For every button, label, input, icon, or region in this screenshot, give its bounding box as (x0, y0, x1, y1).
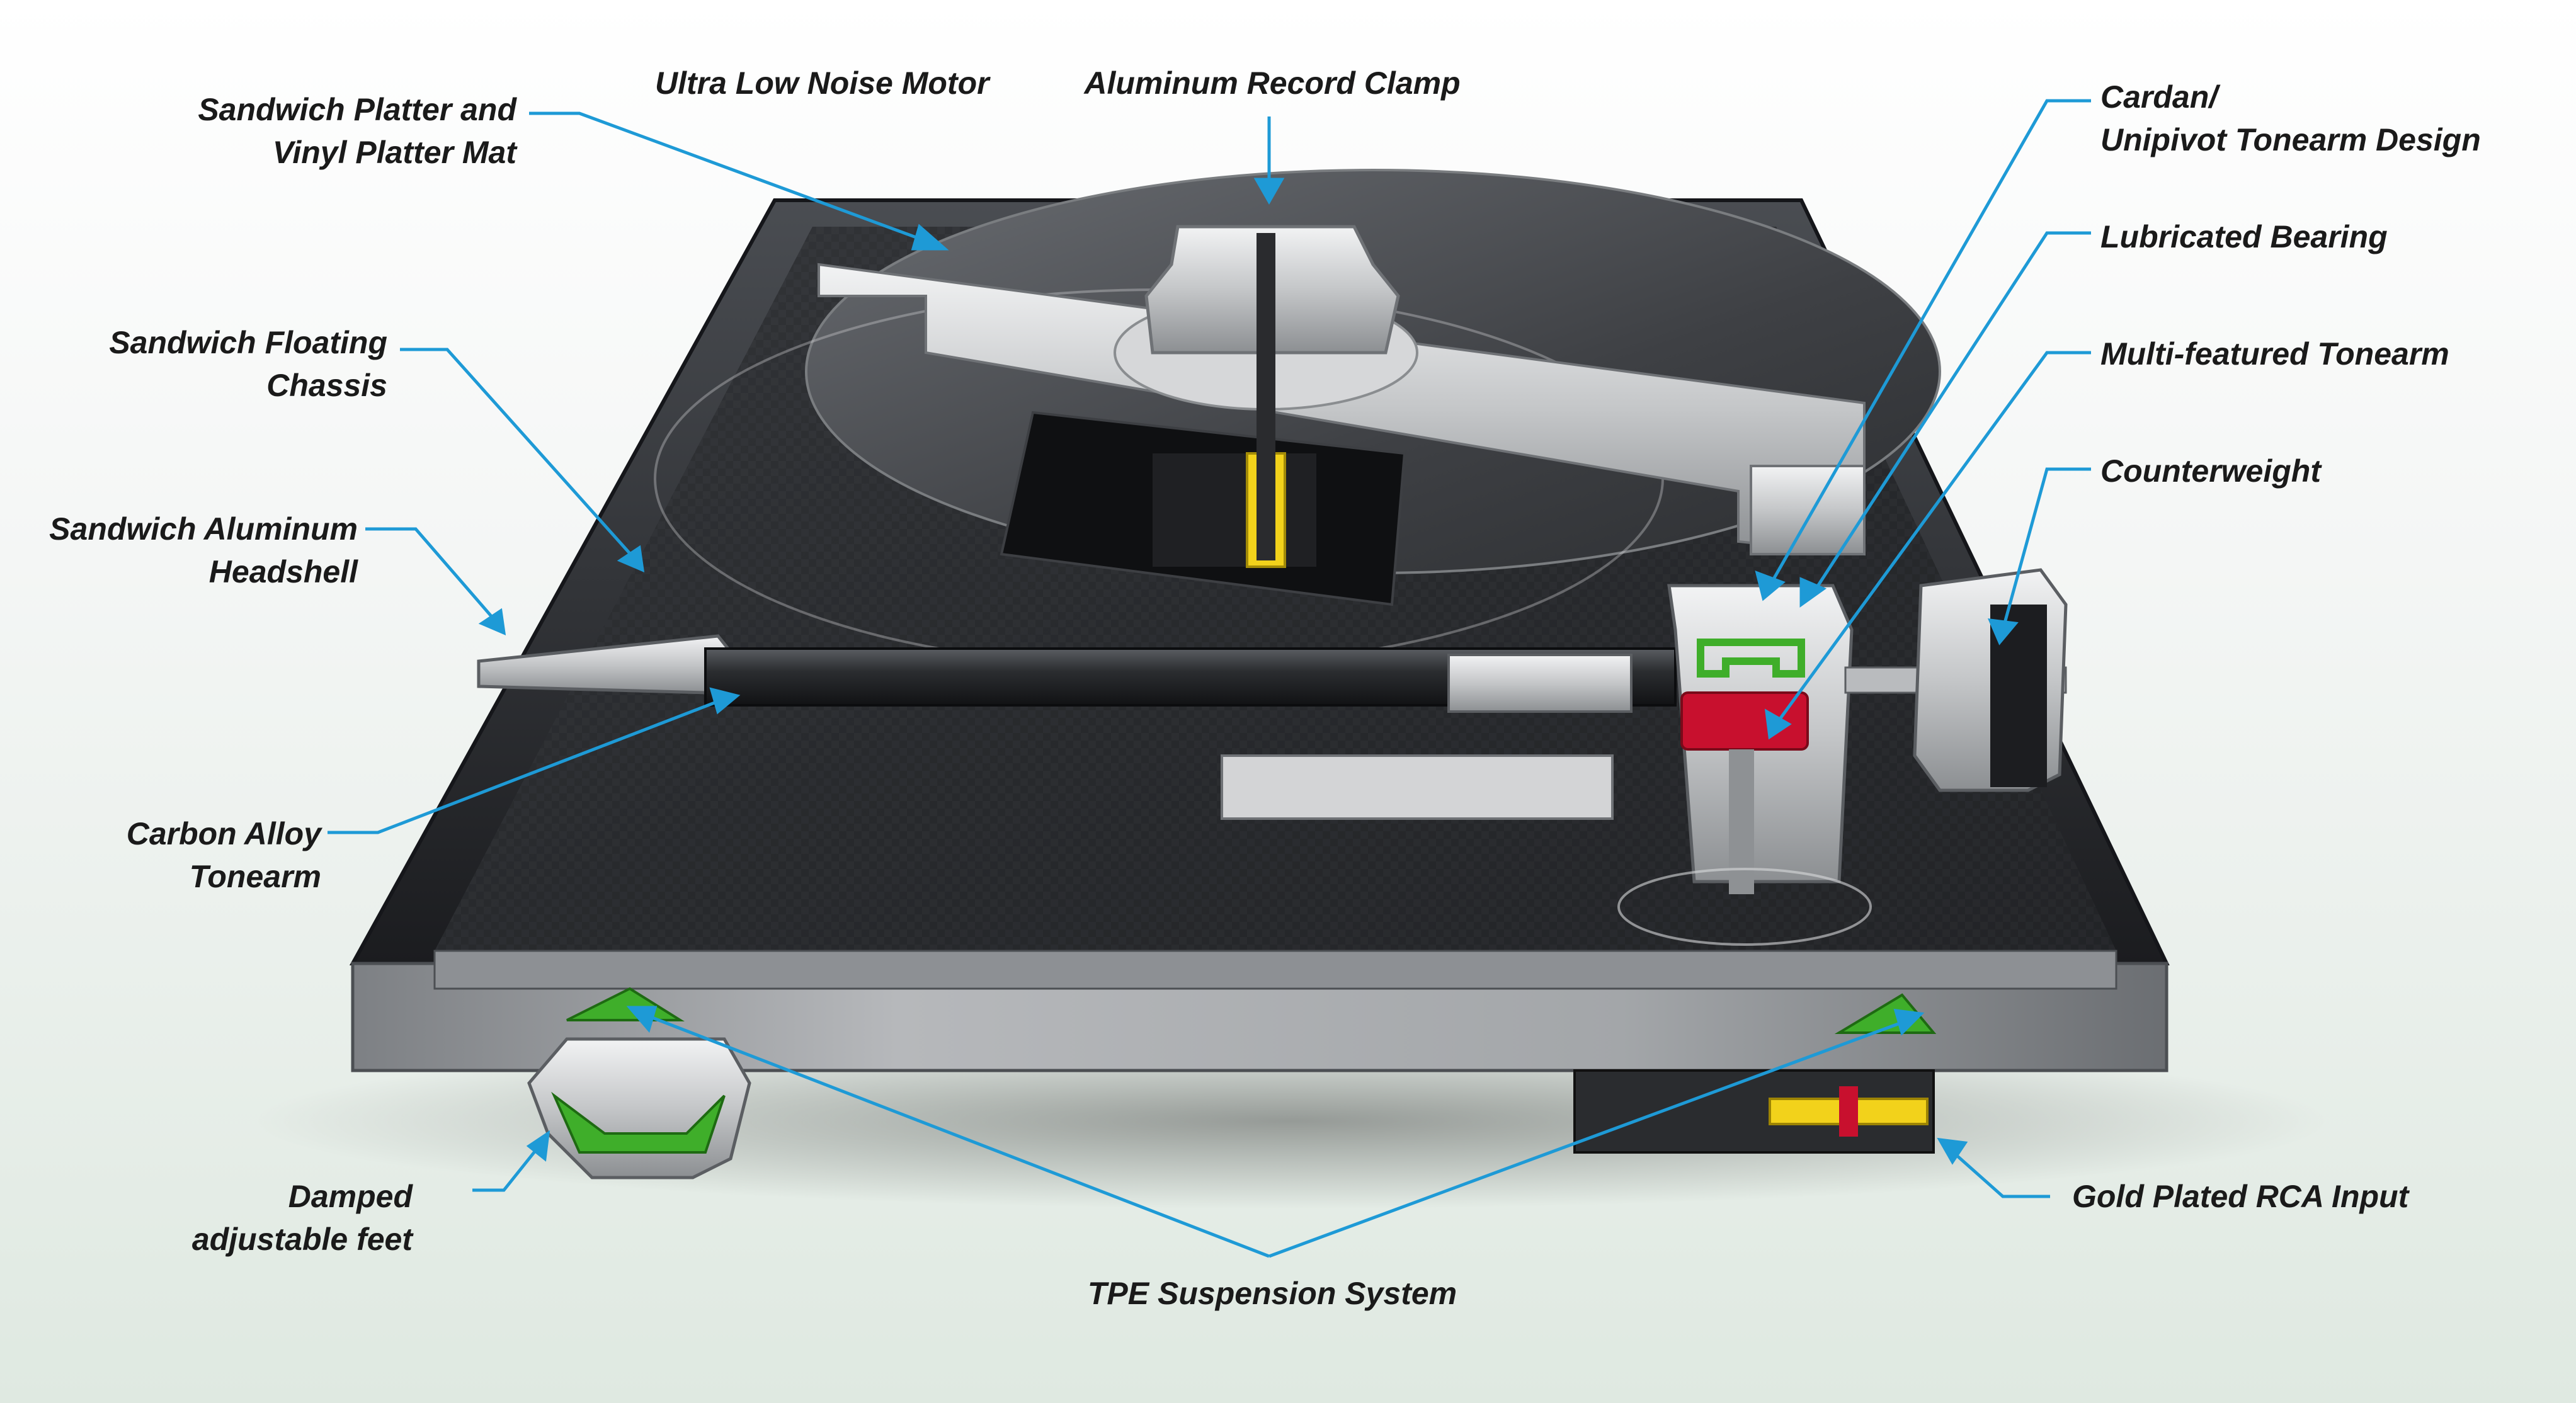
leader-cardan (1768, 99, 2091, 587)
foot-damper-green (551, 1091, 726, 1154)
leader-lines (328, 99, 2091, 1258)
spindle (1257, 233, 1275, 560)
arrow-feet (526, 1130, 550, 1162)
arm-collar (1447, 654, 1633, 713)
arrow-tpe-right (1893, 1009, 1925, 1036)
label-headshell: Sandwich Aluminum Headshell (49, 508, 358, 593)
label-chassis-line1: Sandwich Floating (109, 325, 387, 360)
arrow-platter (911, 224, 949, 251)
label-tpe: TPE Suspension System (1071, 1272, 1474, 1315)
leader-tpe-right (1268, 1018, 1909, 1258)
label-headshell-line1: Sandwich Aluminum (49, 511, 358, 547)
label-feet-line1: Damped (288, 1179, 413, 1214)
label-tpe-text: TPE Suspension System (1087, 1276, 1457, 1311)
label-carbon: Carbon Alloy Tonearm (127, 812, 321, 898)
arrow-headshell (478, 608, 506, 636)
label-clamp-text: Aluminum Record Clamp (1084, 65, 1461, 101)
label-rca-text: Gold Plated RCA Input (2072, 1179, 2409, 1214)
leader-rca (1945, 1145, 2050, 1198)
leader-chassis (400, 348, 637, 562)
label-carbon-line1: Carbon Alloy (126, 816, 321, 851)
leader-tpe-left (642, 1012, 1270, 1258)
label-bearing-text: Lubricated Bearing (2100, 219, 2388, 254)
cardan-bearing-green (1697, 639, 1805, 678)
leader-bearing (1812, 231, 2091, 593)
label-cardan-line1: Cardan/ (2100, 79, 2218, 115)
lubricated-bearing-red (1680, 691, 1809, 751)
label-headshell-line2: Headshell (208, 554, 358, 589)
label-cardan-line2: Unipivot Tonearm Design (2100, 122, 2481, 157)
arrow-chassis (617, 545, 645, 573)
label-carbon-line2: Tonearm (189, 859, 321, 894)
label-rca: Gold Plated RCA Input (2072, 1175, 2408, 1218)
leader-headshell (365, 527, 499, 625)
leader-platter (529, 111, 939, 247)
leader-multi-tonearm (1774, 351, 2091, 725)
arrow-cardan (1755, 570, 1786, 601)
label-cardan: Cardan/ Unipivot Tonearm Design (2100, 76, 2481, 161)
leader-feet (472, 1142, 543, 1192)
arrow-rca (1937, 1137, 1968, 1165)
platter-rim-block (1750, 465, 1866, 555)
label-bearing: Lubricated Bearing (2100, 215, 2388, 258)
deck-front-edge (433, 950, 2117, 990)
label-platter: Sandwich Platter and Vinyl Platter Mat (198, 88, 516, 174)
arrow-carbon (709, 687, 741, 715)
label-counterweight: Counterweight (2100, 450, 2321, 492)
label-chassis: Sandwich Floating Chassis (109, 321, 387, 407)
label-motor-text: Ultra Low Noise Motor (655, 65, 989, 101)
label-multi-tonearm-text: Multi-featured Tonearm (2100, 336, 2449, 372)
arrow-counterweight (1987, 618, 2019, 645)
label-multi-tonearm: Multi-featured Tonearm (2100, 332, 2449, 375)
leader-carbon (328, 697, 725, 834)
arrow-bearing (1799, 577, 1827, 608)
label-platter-line1: Sandwich Platter and (198, 92, 516, 127)
rca-connector-red (1839, 1086, 1858, 1137)
label-feet-line2: adjustable feet (191, 1222, 413, 1257)
arrow-multi-tonearm (1764, 708, 1792, 740)
platter-section (818, 263, 1866, 556)
label-chassis-line2: Chassis (266, 368, 387, 403)
label-feet: Damped adjustable feet (192, 1175, 413, 1261)
pivot-base (1617, 868, 1872, 946)
label-motor: Ultra Low Noise Motor (655, 62, 989, 105)
leader-counterweight (2001, 467, 2091, 630)
label-counterweight-text: Counterweight (2100, 453, 2321, 489)
arrow-tpe-left (626, 1006, 658, 1033)
label-platter-line2: Vinyl Platter Mat (272, 135, 516, 170)
arrow-clamp (1253, 178, 1285, 205)
pivot-shaft (1729, 749, 1754, 894)
label-clamp: Aluminum Record Clamp (1083, 62, 1461, 105)
motor-housing (1153, 453, 1316, 567)
arm-rest (1221, 754, 1614, 820)
